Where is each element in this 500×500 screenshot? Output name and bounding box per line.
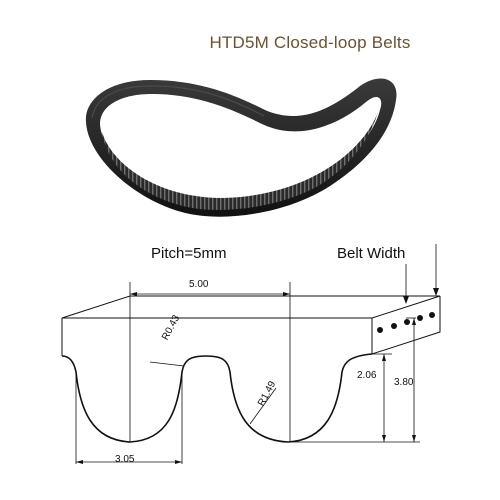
belt-width-label: Belt Width <box>337 245 406 262</box>
page-title: HTD5M Closed-loop Belts <box>209 33 411 52</box>
pitch-dimension: 5.00 <box>189 279 209 290</box>
tooth-width-dimension: 3.05 <box>115 454 135 465</box>
belt-right-face <box>371 296 441 355</box>
belt-profile-diagram <box>61 244 441 464</box>
pitch-label: Pitch=5mm <box>151 245 227 262</box>
tooth-height-dimension: 2.06 <box>357 370 377 381</box>
belt-height-dimension: 3.80 <box>394 377 414 388</box>
tooth-profile <box>61 353 373 443</box>
belt-photo <box>85 78 397 217</box>
